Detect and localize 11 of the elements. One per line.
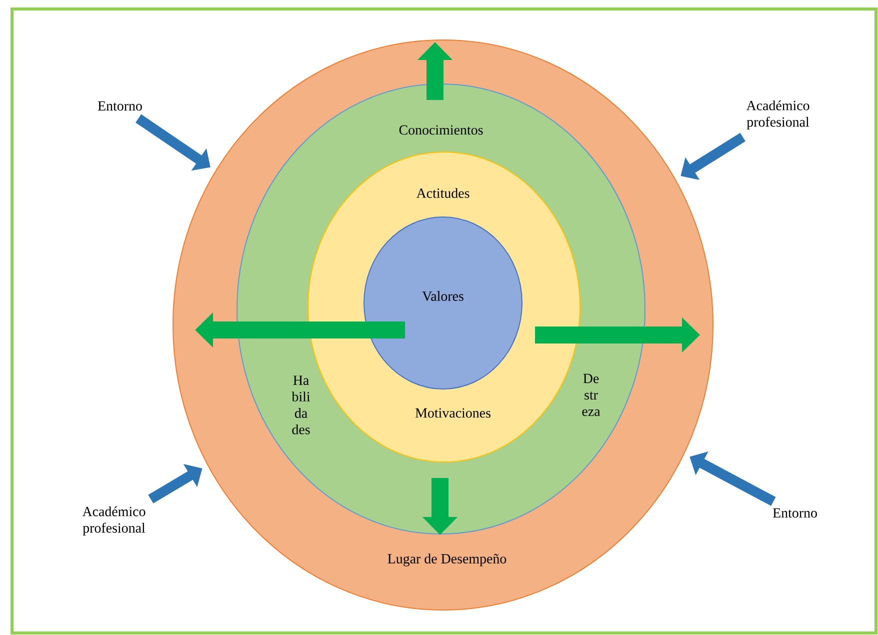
side-label: Académico profesional <box>82 506 146 536</box>
side-label: Entorno <box>98 101 142 111</box>
ring-label: Valores <box>422 291 464 301</box>
ring-label: Actitudes <box>416 188 470 198</box>
ring-label: Motivaciones <box>415 408 490 418</box>
side-label: Académico profesional <box>746 100 810 130</box>
ring-label: Conocimientos <box>399 125 483 135</box>
ring-label: Lugar de Desempeño <box>388 554 506 566</box>
side-label: Entorno <box>772 508 817 518</box>
ring-label: De str eza <box>582 374 600 416</box>
ring-label: Ha bili da des <box>292 376 310 434</box>
